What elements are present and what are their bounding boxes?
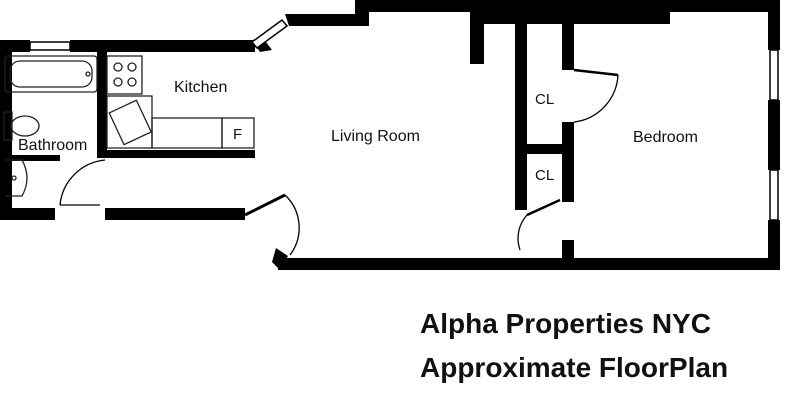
closet-2-label: CL bbox=[535, 167, 554, 184]
fridge-label: F bbox=[233, 126, 242, 143]
bathroom-door-arc bbox=[59, 159, 106, 206]
closet-door-2-arc bbox=[517, 214, 528, 251]
closet-door-2 bbox=[526, 198, 561, 217]
living-room-label: Living Room bbox=[331, 128, 420, 145]
kitchen-fixtures bbox=[106, 55, 255, 149]
windows bbox=[29, 18, 779, 221]
floor-plan: Kitchen Bathroom Living Room Bedroom CL … bbox=[0, 0, 780, 270]
counter bbox=[151, 117, 223, 149]
entry-door-arc bbox=[284, 194, 300, 256]
fridge bbox=[221, 117, 255, 149]
walls bbox=[0, 0, 780, 270]
closet-1-label: CL bbox=[535, 91, 554, 108]
bathroom-label: Bathroom bbox=[18, 137, 87, 154]
toilet-tank bbox=[3, 111, 13, 141]
toilet-bowl bbox=[10, 115, 40, 137]
caption-company: Alpha Properties NYC bbox=[420, 308, 711, 339]
bathtub bbox=[4, 55, 98, 93]
closet-door-1-arc bbox=[573, 74, 619, 123]
doors bbox=[59, 68, 619, 256]
stove bbox=[106, 55, 143, 95]
closet-door-1 bbox=[573, 68, 619, 77]
sink bbox=[5, 159, 28, 197]
entry-door bbox=[244, 193, 286, 217]
caption-subtitle: Approximate FloorPlan bbox=[420, 352, 729, 383]
bedroom-label: Bedroom bbox=[633, 129, 698, 146]
bathroom-fixtures bbox=[3, 55, 98, 197]
kitchen-label: Kitchen bbox=[174, 79, 227, 96]
